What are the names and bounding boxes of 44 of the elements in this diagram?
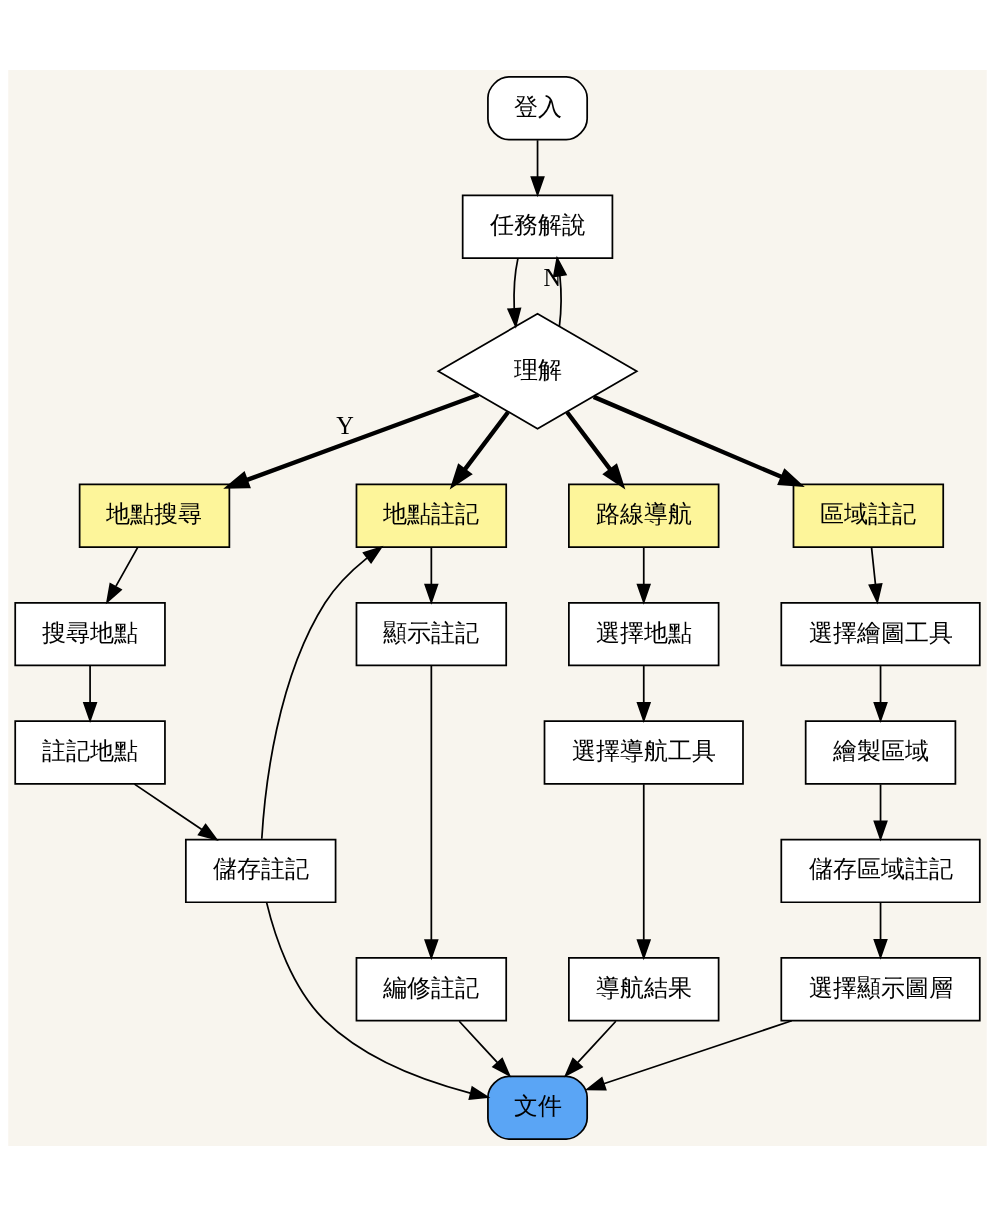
arrow xyxy=(260,545,384,840)
arrow xyxy=(636,546,652,605)
node-box: 任務解說 xyxy=(461,194,614,259)
node-box: 顯示註記 xyxy=(355,601,508,667)
arrow xyxy=(873,783,888,842)
node-diamond: 理解 xyxy=(436,312,639,430)
arrow xyxy=(584,1019,793,1091)
node-box: 儲存區域註記 xyxy=(780,838,981,904)
node-box: 搜尋地點 xyxy=(14,601,166,667)
arrow xyxy=(873,901,888,960)
node-box: 儲存註記 xyxy=(184,838,337,904)
arrow xyxy=(449,410,510,490)
node-box: 地點搜尋 xyxy=(78,483,231,548)
node-box: 登入 xyxy=(487,76,589,141)
node-box: 導航結果 xyxy=(568,957,720,1022)
node-box: 路線導航 xyxy=(568,483,720,548)
edge-label: Y xyxy=(336,412,354,440)
node-box: 編修註記 xyxy=(355,957,508,1022)
arrow xyxy=(873,665,888,724)
node-box: 選擇繪圖工具 xyxy=(780,601,981,667)
node-box: 地點註記 xyxy=(355,483,508,548)
arrow xyxy=(563,1020,617,1078)
arrow xyxy=(424,546,439,605)
node-box: 文件 xyxy=(487,1075,589,1140)
arrow xyxy=(530,139,545,198)
node-box: 註記地點 xyxy=(14,720,166,785)
node-box: 選擇地點 xyxy=(568,601,720,667)
arrow xyxy=(868,546,883,605)
arrow xyxy=(506,257,522,329)
node-box: 選擇顯示圖層 xyxy=(780,957,981,1022)
arrow xyxy=(458,1020,512,1078)
node-box: 選擇導航工具 xyxy=(543,720,744,785)
arrow xyxy=(636,665,652,724)
arrow xyxy=(105,546,139,605)
arrow xyxy=(565,410,626,490)
arrow xyxy=(636,783,652,961)
arrow xyxy=(592,394,805,487)
arrow xyxy=(133,783,219,841)
node-box: 區域註記 xyxy=(792,483,945,548)
node-box: 繪製區域 xyxy=(804,720,957,785)
arrow xyxy=(424,664,439,961)
arrow xyxy=(82,665,98,724)
arrow xyxy=(223,392,480,489)
arrow xyxy=(265,901,491,1101)
